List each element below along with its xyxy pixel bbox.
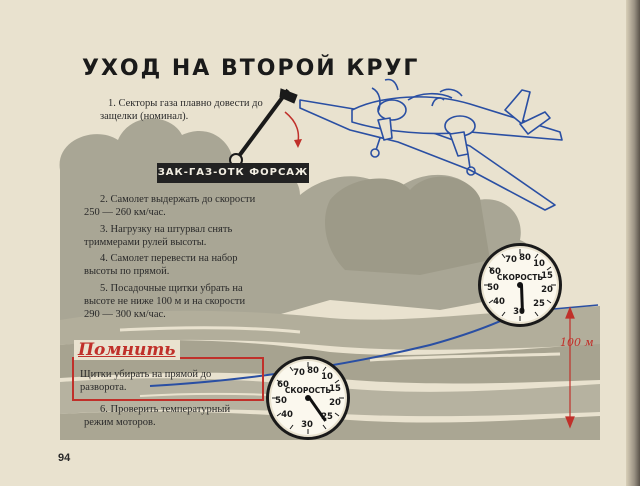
book-gutter (626, 0, 640, 486)
gauge-number: 80 (519, 253, 531, 263)
airspeed-gauge-lower: 70 80 10 60 15 50 20 40 25 30 СКОРОСТЬ (266, 356, 350, 440)
gauge-number: 15 (541, 271, 553, 281)
gauge-hub (517, 282, 523, 288)
gauge-number: 40 (281, 410, 293, 420)
gauge-number: 25 (321, 412, 333, 422)
gauge-number: 15 (329, 384, 341, 394)
step-1: 1. Секторы газа плавно довести до защелк… (100, 98, 263, 122)
gauge-number: 20 (541, 285, 553, 295)
gauge-hub (305, 395, 311, 401)
cloud-band-1 (60, 306, 600, 350)
gauge-number: 70 (293, 368, 305, 378)
gauge-number: 25 (533, 299, 545, 309)
airspeed-gauge-upper: 70 80 10 60 15 50 20 40 25 30 СКОРОСТЬ (478, 243, 562, 327)
gauge-ticks (484, 249, 556, 321)
gauge-number: 60 (277, 380, 289, 390)
step-3: 3. Нагрузку на штурвал снять триммерами … (84, 224, 233, 248)
altitude-arrow (565, 306, 575, 429)
gauge-number: 30 (513, 307, 525, 317)
altitude-label: 100 м (560, 336, 594, 349)
gauge-number: 30 (301, 420, 313, 430)
gauge-caption: СКОРОСТЬ (496, 273, 544, 282)
page-number: 94 (58, 452, 71, 464)
gauge-caption: СКОРОСТЬ (284, 386, 332, 395)
page-title: УХОД НА ВТОРОЙ КРУГ (82, 56, 420, 81)
step-5: 5. Посадочные щитки убрать на высоте не … (84, 283, 246, 320)
gauge-number: 10 (321, 372, 333, 382)
gauge-number: 50 (275, 396, 287, 406)
lever-scale-label: ЗАК-ГАЗ-ОТК ФОРСАЖ (157, 163, 309, 183)
gauge-number: 20 (329, 398, 341, 408)
gauge-number: 10 (533, 259, 545, 269)
step-6: 6. Проверить температурный режим моторов… (84, 404, 231, 428)
step-4: 4. Самолет перевести на набор высоты по … (84, 253, 238, 277)
lever-motion-arrow (284, 111, 300, 143)
flight-path-line (149, 311, 521, 387)
cloud-mass-right (325, 176, 490, 275)
remember-text: Щитки убирать на прямой до разворота. (80, 369, 212, 393)
remember-title: Помнить (74, 340, 180, 360)
gauge-number: 40 (493, 297, 505, 307)
gauge-number: 60 (489, 267, 501, 277)
gauge-number: 50 (487, 283, 499, 293)
airplane (299, 78, 563, 211)
gauge-number: 80 (307, 366, 319, 376)
gauge-ticks (272, 362, 344, 434)
gauge-number: 70 (505, 255, 517, 265)
step-2: 2. Самолет выдержать до скорости 250 — 2… (84, 194, 256, 218)
